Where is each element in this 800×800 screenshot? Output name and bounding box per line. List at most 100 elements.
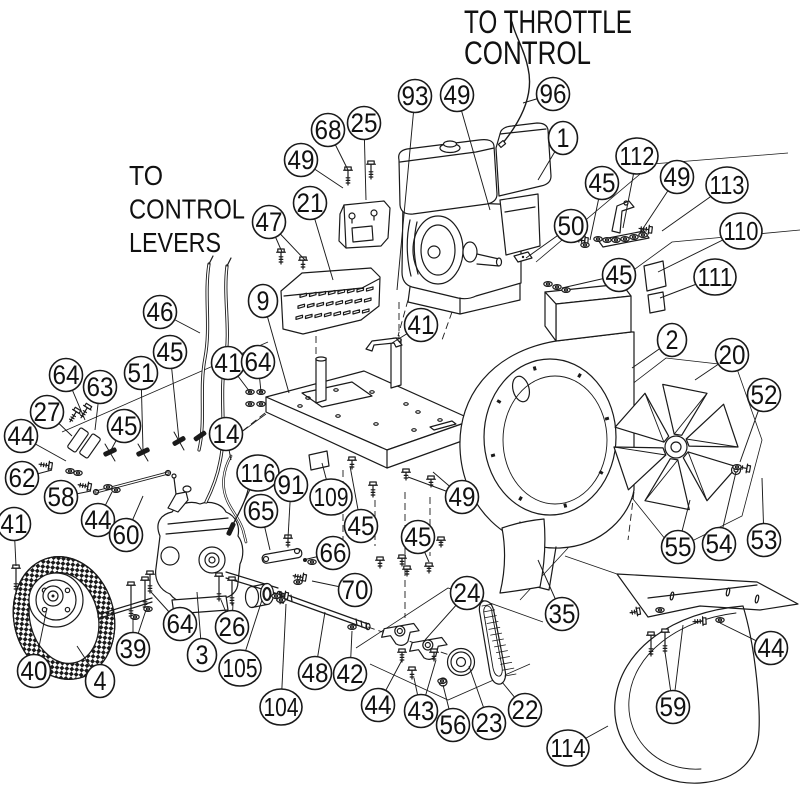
fan [613,383,742,511]
svg-text:CONTROL: CONTROL [129,194,245,225]
part-balloon-49: 49 [439,77,475,113]
part-balloon-49: 49 [444,479,480,515]
svg-text:50: 50 [558,211,585,241]
part-balloon-58: 58 [43,479,79,515]
svg-text:52: 52 [751,380,778,410]
part-balloon-110: 110 [719,212,763,250]
part-balloon-105: 105 [218,649,262,687]
svg-text:104: 104 [264,692,299,722]
svg-text:44: 44 [365,690,392,720]
part-balloon-45: 45 [106,408,142,444]
svg-text:113: 113 [710,170,745,200]
svg-text:21: 21 [297,188,324,218]
part-balloon-1: 1 [547,120,579,156]
svg-text:45: 45 [405,522,432,552]
part-balloon-56: 56 [435,707,471,743]
svg-text:49: 49 [664,162,691,192]
part-balloon-91: 91 [273,467,309,503]
svg-text:64: 64 [167,609,194,639]
svg-text:CONTROL: CONTROL [464,35,591,71]
svg-text:3: 3 [196,640,209,670]
svg-text:62: 62 [9,463,36,493]
part-balloon-24: 24 [449,575,485,611]
svg-text:44: 44 [758,633,785,663]
svg-text:LEVERS: LEVERS [129,227,221,258]
part-balloon-52: 52 [746,377,782,413]
svg-text:45: 45 [157,337,184,367]
svg-text:45: 45 [606,260,633,290]
part-balloon-45: 45 [584,165,620,201]
bracket [338,200,391,249]
part-balloon-64: 64 [240,344,276,380]
svg-text:60: 60 [113,520,140,550]
part-balloon-55: 55 [660,529,696,565]
svg-text:39: 39 [120,634,147,664]
svg-text:114: 114 [551,733,586,763]
svg-text:91: 91 [278,470,305,500]
svg-text:1: 1 [557,123,570,153]
part-balloon-50: 50 [553,208,589,244]
part-balloon-3: 3 [186,637,218,673]
part-balloon-44: 44 [3,418,39,454]
svg-text:41: 41 [215,348,242,378]
part-balloon-46: 46 [142,294,178,330]
part-balloon-21: 21 [292,185,328,221]
part-balloon-104: 104 [259,688,303,726]
svg-text:63: 63 [87,372,114,402]
part-balloon-45: 45 [152,334,188,370]
part-balloon-70: 70 [337,572,373,608]
part-balloon-40: 40 [16,653,52,689]
svg-text:111: 111 [698,262,733,292]
heat-shield [280,267,381,335]
svg-text:35: 35 [549,599,576,629]
svg-text:27: 27 [34,397,61,427]
part-balloon-43: 43 [403,693,439,729]
svg-text:110: 110 [724,216,759,246]
part-balloon-114: 114 [546,729,590,767]
deck-plate [265,337,474,471]
svg-text:14: 14 [213,419,240,449]
svg-text:26: 26 [219,612,246,642]
part-balloon-41: 41 [0,506,32,542]
svg-text:40: 40 [21,656,48,686]
part-balloon-42: 42 [332,656,368,692]
svg-text:53: 53 [751,525,778,555]
part-balloon-4: 4 [84,663,116,699]
svg-text:49: 49 [444,80,471,110]
part-balloon-45: 45 [343,508,379,544]
svg-text:20: 20 [719,340,746,370]
part-balloon-22: 22 [507,692,543,728]
part-balloon-14: 14 [208,416,244,452]
gearbox [155,473,244,615]
svg-text:2: 2 [666,325,679,355]
svg-text:TO: TO [129,160,163,191]
svg-text:65: 65 [248,496,275,526]
svg-text:41: 41 [1,509,28,539]
part-balloon-49: 49 [283,142,319,178]
svg-text:4: 4 [94,666,107,696]
svg-text:112: 112 [620,141,655,171]
svg-text:116: 116 [241,458,276,488]
part-balloon-96: 96 [535,76,571,112]
rear-cover [614,573,799,784]
svg-text:55: 55 [665,532,692,562]
svg-text:56: 56 [440,710,467,740]
svg-text:23: 23 [476,708,503,738]
svg-text:45: 45 [348,511,375,541]
svg-text:9: 9 [257,286,270,316]
svg-text:96: 96 [540,79,567,109]
part-balloon-47: 47 [251,204,287,240]
part-balloon-60: 60 [108,517,144,553]
part-balloon-45: 45 [400,519,436,555]
part-balloon-25: 25 [346,105,382,141]
part-balloon-93: 93 [397,78,433,114]
part-balloon-51: 51 [123,355,159,391]
drive-parts [244,582,517,687]
svg-text:44: 44 [85,505,112,535]
part-balloon-68: 68 [310,112,346,148]
svg-text:42: 42 [337,659,364,689]
part-balloon-35: 35 [544,596,580,632]
